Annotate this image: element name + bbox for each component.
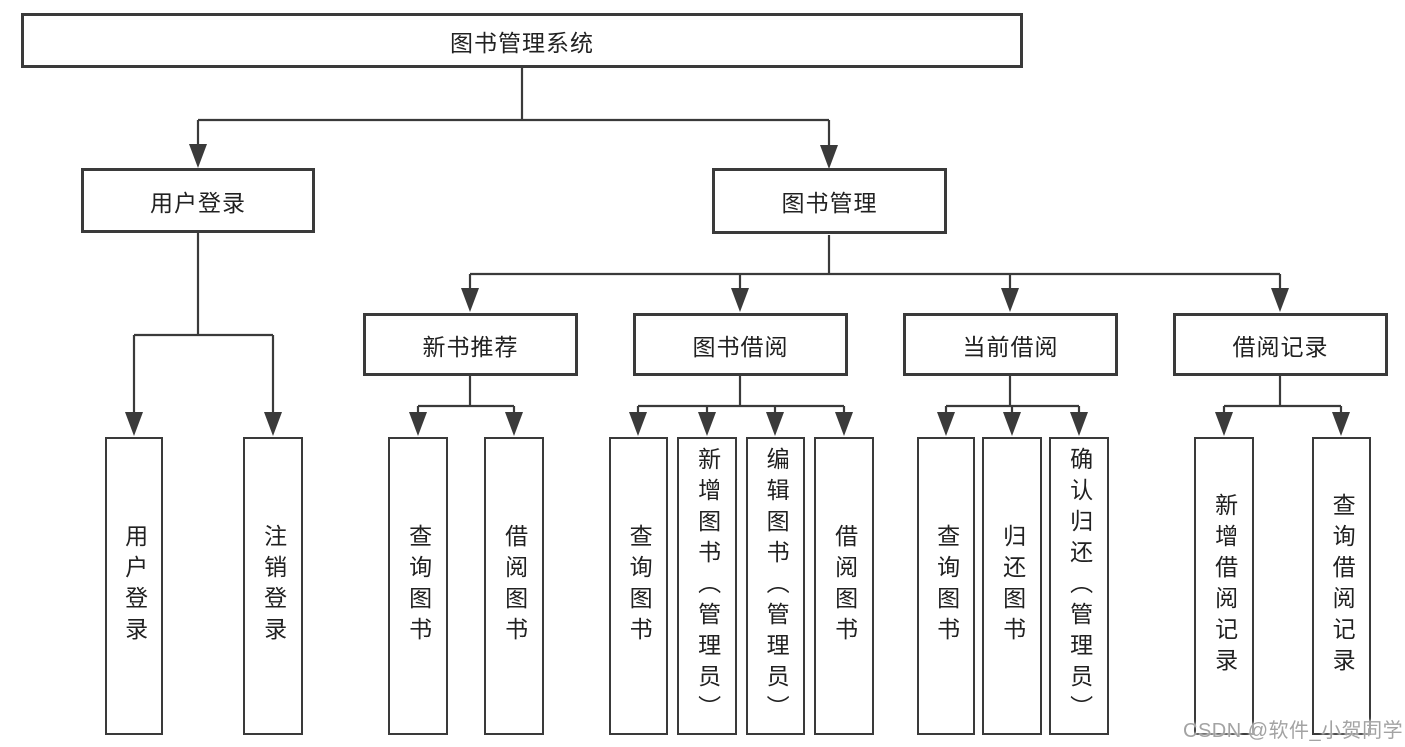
leaf-bb-add-books-admin-label: 新增图书（管理员） [694,446,721,726]
leaf-logout-label: 注销登录 [260,524,287,648]
leaf-br-query-record: 查询借阅记录 [1312,437,1371,735]
leaf-br-query-record-label: 查询借阅记录 [1329,493,1356,679]
leaf-bb-add-books-admin: 新增图书（管理员） [677,437,737,735]
leaf-cb-return-books-label: 归还图书 [999,524,1026,648]
leaf-cb-confirm-return-admin-label: 确认归还（管理员） [1066,446,1093,726]
leaf-cb-confirm-return-admin: 确认归还（管理员） [1049,437,1109,735]
leaf-bb-edit-books-admin-label: 编辑图书（管理员） [763,446,790,726]
leaf-nbr-query-books: 查询图书 [388,437,448,735]
node-book-management-label: 图书管理 [781,190,878,216]
node-user-login-label: 用户登录 [150,189,246,216]
leaf-nbr-borrow-books-label: 借阅图书 [501,524,528,648]
arrowheads [125,144,1350,436]
node-new-book-recommend: 新书推荐 [363,313,578,376]
node-current-borrowing-label: 当前借阅 [962,333,1059,360]
node-user-login: 用户登录 [81,168,315,233]
leaf-cb-return-books: 归还图书 [982,437,1042,735]
node-library-system: 图书管理系统 [21,13,1023,68]
leaf-br-add-record-label: 新增借阅记录 [1211,493,1238,679]
node-library-system-label: 图书管理系统 [450,29,594,56]
leaf-br-add-record: 新增借阅记录 [1194,437,1254,735]
leaf-nbr-borrow-books: 借阅图书 [484,437,544,735]
csdn-watermark: CSDN @软件_小贺同学 [1183,720,1404,742]
node-book-borrowing-label: 图书借阅 [692,333,789,360]
node-book-management: 图书管理 [712,168,947,234]
leaf-user-login-label: 用户登录 [121,524,148,648]
leaf-bb-query-books: 查询图书 [609,437,668,735]
leaf-cb-query-books-label: 查询图书 [933,524,960,648]
leaf-bb-borrow-books: 借阅图书 [814,437,874,735]
leaf-bb-edit-books-admin: 编辑图书（管理员） [746,437,805,735]
node-book-borrowing: 图书借阅 [633,313,848,376]
node-borrowing-records-label: 借阅记录 [1232,333,1329,360]
node-new-book-recommend-label: 新书推荐 [422,333,519,360]
leaf-logout: 注销登录 [243,437,303,735]
node-borrowing-records: 借阅记录 [1173,313,1388,376]
leaf-cb-query-books: 查询图书 [917,437,975,735]
leaf-user-login: 用户登录 [105,437,163,735]
node-current-borrowing: 当前借阅 [903,313,1118,376]
leaf-bb-query-books-label: 查询图书 [626,524,653,648]
leaf-bb-borrow-books-label: 借阅图书 [831,524,858,648]
leaf-nbr-query-books-label: 查询图书 [405,524,432,648]
